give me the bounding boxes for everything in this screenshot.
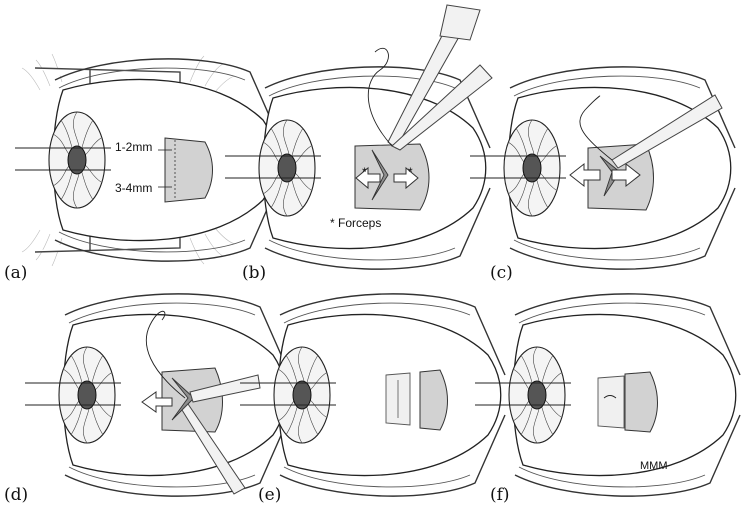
panel-e: (e) (239, 293, 506, 505)
panel-label-c: (c) (490, 263, 513, 283)
muscle-pedicle (171, 377, 195, 421)
suture-knot (603, 395, 617, 399)
muscle-pedicle (371, 149, 389, 201)
traction-arrow (141, 391, 173, 413)
panel-f: MMM (f) (474, 293, 741, 505)
forceps-icon (189, 374, 261, 403)
panel-c: (c) (469, 66, 736, 283)
panel-b: * * * Forceps (b) (224, 4, 493, 283)
needle-holder-icon (181, 403, 246, 495)
rectus-muscle (164, 137, 213, 203)
suture-thread (145, 310, 186, 399)
needle-holder-icon (391, 64, 493, 151)
measure-label-3-4mm: 3-4mm (115, 181, 152, 195)
forceps-handle (439, 4, 481, 41)
resected-muscle (419, 369, 448, 431)
forceps-marker: * (362, 165, 367, 179)
traction-arrow (569, 162, 601, 188)
panel-a: 1-2mm 3-4mm (a) (4, 53, 281, 283)
traction-arrow (611, 162, 641, 188)
panel-label-b: (b) (242, 263, 266, 283)
forceps-marker: * (408, 165, 413, 179)
suture-thread (579, 95, 613, 161)
rectus-muscle (354, 143, 430, 211)
advanced-muscle (624, 371, 658, 433)
panel-label-e: (e) (258, 485, 281, 505)
artist-signature: MMM (640, 460, 668, 472)
measure-label-1-2mm: 1-2mm (115, 140, 152, 154)
suture-thread (367, 47, 393, 147)
panel-label-a: (a) (4, 263, 27, 283)
panel-label-d: (d) (4, 485, 28, 505)
needle-holder-icon (611, 94, 723, 169)
traction-arrow (355, 166, 381, 190)
muscle-insertion (597, 375, 625, 429)
panel-label-f: (f) (490, 485, 510, 505)
forceps-legend: * Forceps (330, 216, 381, 230)
panel-d: (d) (4, 293, 291, 505)
traction-arrow (393, 166, 419, 190)
